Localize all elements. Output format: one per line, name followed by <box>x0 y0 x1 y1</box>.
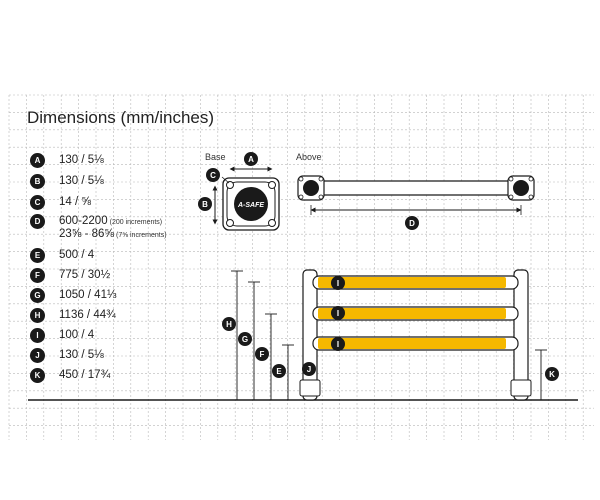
top-rail-drawing <box>297 175 535 201</box>
legend-badge-i: I <box>30 327 45 343</box>
legend-badge-c: C <box>30 194 45 210</box>
legend-value-i: 100 / 4 <box>59 329 95 341</box>
above-view-label: Above <box>296 152 322 162</box>
legend-value-e: 500 / 4 <box>59 249 95 261</box>
legend-note-d-in: (7⅝ increments) <box>115 232 167 239</box>
marker-e: E <box>272 364 286 378</box>
marker-i-bottom: I <box>331 337 345 351</box>
marker-h-text: H <box>226 320 232 329</box>
marker-j-text: J <box>307 365 311 374</box>
marker-a-text: A <box>248 155 254 164</box>
legend-row-j: J 130 / 5⅛ <box>30 347 104 363</box>
legend-badge-e: E <box>30 247 45 263</box>
legend-row-d: D 600-2200(200 increments) <box>30 213 162 229</box>
marker-g-text: G <box>242 335 248 344</box>
legend-value-j: 130 / 5⅛ <box>59 349 104 361</box>
page-title: Dimensions (mm/inches) <box>27 108 215 127</box>
legend-value-c: 14 / ⅝ <box>59 196 91 208</box>
legend-value-h: 1136 / 44¾ <box>59 309 116 321</box>
legend-badge-a: A <box>30 152 45 168</box>
legend-value-d-in: 23⅝ - 86⅝ <box>59 228 114 240</box>
legend-value-d-inches: 23⅝ - 86⅝(7⅝ increments) <box>59 228 167 240</box>
marker-d-text: D <box>409 219 415 228</box>
marker-f-text: F <box>260 350 265 359</box>
marker-c-text: C <box>210 171 216 180</box>
legend-row-c: C 14 / ⅝ <box>30 194 91 210</box>
barrier-front-view <box>299 269 532 401</box>
legend-value-d: 600-2200(200 increments) <box>59 215 162 227</box>
legend-value-g: 1050 / 41⅓ <box>59 289 117 301</box>
right-post <box>513 269 529 401</box>
marker-i-top-text: I <box>337 279 339 288</box>
bottom-rail <box>318 338 506 349</box>
marker-i-middle-text: I <box>337 309 339 318</box>
marker-h: H <box>222 317 236 331</box>
legend-value-d-mm: 600-2200 <box>59 215 108 227</box>
top-rail <box>318 277 506 288</box>
marker-f: F <box>255 347 269 361</box>
legend-row-i: I 100 / 4 <box>30 327 94 343</box>
base-view-label: Base <box>205 152 226 162</box>
marker-b-text: B <box>202 200 208 209</box>
legend-badge-k: K <box>30 367 45 383</box>
legend-badge-j: J <box>30 347 45 363</box>
legend-row-a: A 130 / 5⅛ <box>30 152 104 168</box>
base-plate-drawing: A-SAFE <box>222 177 280 231</box>
marker-a: A <box>244 152 258 166</box>
marker-i-middle: I <box>331 306 345 320</box>
legend-row-b: B 130 / 5⅛ <box>30 173 104 189</box>
marker-g: G <box>238 332 252 346</box>
legend-row-h: H 1136 / 44¾ <box>30 307 116 323</box>
legend-value-k: 450 / 17¾ <box>59 369 111 381</box>
marker-i-top: I <box>331 276 345 290</box>
legend-value-a: 130 / 5⅛ <box>59 154 104 166</box>
dim-c-leader <box>221 176 230 184</box>
marker-d: D <box>405 216 419 230</box>
legend-badge-h: H <box>30 307 45 323</box>
legend-row-f: F 775 / 30½ <box>30 267 110 283</box>
marker-i-bottom-text: I <box>337 340 339 349</box>
marker-k: K <box>545 367 559 381</box>
marker-e-text: E <box>276 367 282 376</box>
legend-badge-b: B <box>30 173 45 189</box>
legend-row-k: K 450 / 17¾ <box>30 367 110 383</box>
legend-badge-f: F <box>30 267 45 283</box>
legend-row-e: E 500 / 4 <box>30 247 94 263</box>
middle-rail <box>318 308 506 319</box>
marker-c: C <box>206 168 220 182</box>
legend-value-b: 130 / 5⅛ <box>59 175 104 187</box>
legend-note-d-mm: (200 increments) <box>109 219 163 226</box>
base-brand-text: A-SAFE <box>237 202 264 209</box>
legend-value-f: 775 / 30½ <box>59 269 111 281</box>
legend-badge-d: D <box>30 213 45 229</box>
marker-j: J <box>302 362 316 376</box>
marker-k-text: K <box>549 370 555 379</box>
legend-row-g: G 1050 / 41⅓ <box>30 287 117 303</box>
legend-badge-g: G <box>30 287 45 303</box>
marker-b: B <box>198 197 212 211</box>
